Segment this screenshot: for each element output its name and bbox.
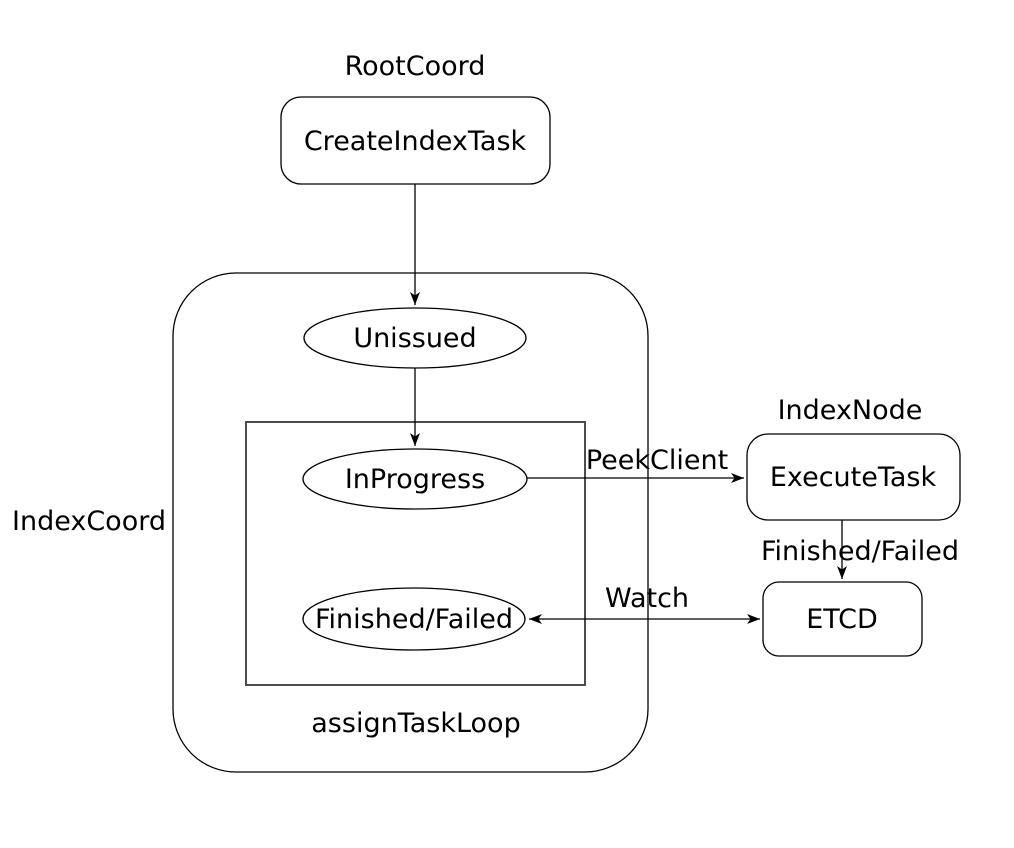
etcd-label: ETCD	[806, 604, 878, 635]
execute-task-node	[746, 433, 961, 521]
create-index-task-label: CreateIndexTask	[304, 126, 527, 157]
root-coord-label: RootCoord	[345, 51, 486, 82]
finished-failed-state-node	[302, 587, 526, 651]
execute-task-label: ExecuteTask	[770, 462, 937, 493]
assign-task-loop-label: assignTaskLoop	[311, 708, 520, 739]
unissued-state-label: Unissued	[353, 323, 476, 354]
watch-edge-label: Watch	[605, 583, 689, 614]
index-coord-container	[172, 272, 649, 773]
in-progress-state-label: InProgress	[345, 464, 485, 495]
peek-client-edge-label: PeekClient	[586, 445, 728, 476]
index-node-label: IndexNode	[778, 395, 923, 426]
etcd-node	[762, 581, 923, 657]
finished-failed-state-label: Finished/Failed	[315, 604, 513, 635]
create-index-task-node	[280, 96, 551, 185]
finished-failed-edge-label: Finished/Failed	[761, 536, 959, 567]
index-coord-label: IndexCoord	[12, 506, 166, 537]
in-progress-state-node	[302, 448, 528, 510]
unissued-state-node	[303, 307, 527, 369]
